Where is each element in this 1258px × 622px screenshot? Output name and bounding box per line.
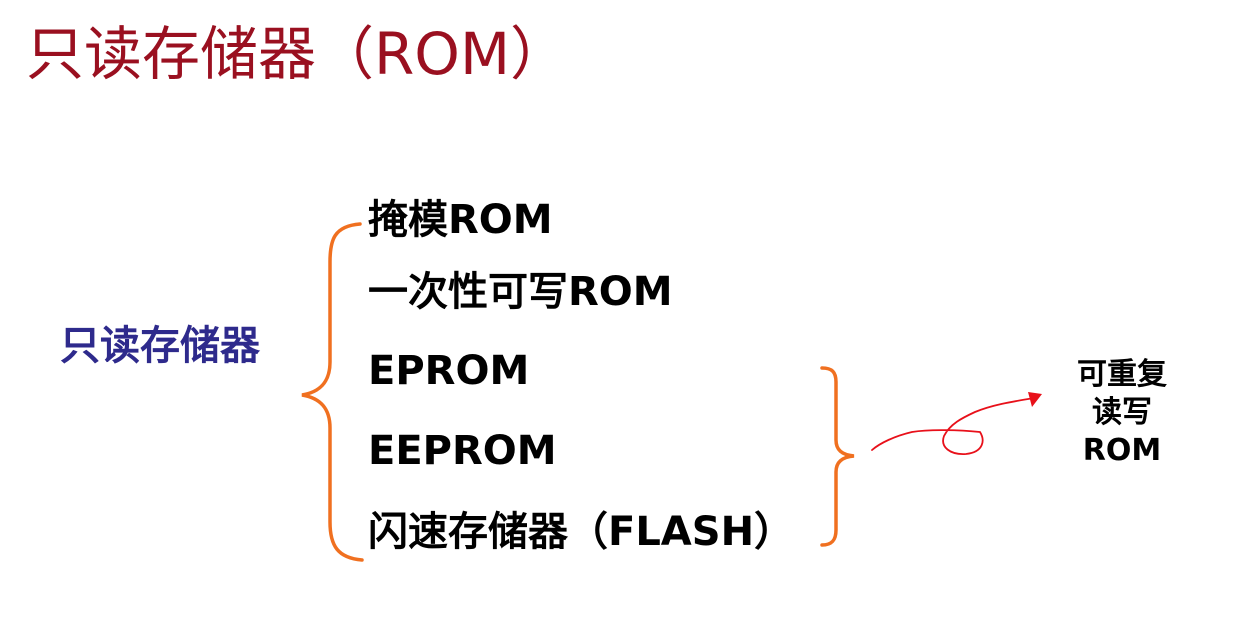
list-item-eeprom: EEPROM [368, 428, 557, 474]
list-item-flash: 闪速存储器（FLASH） [368, 509, 795, 555]
hand-drawn-arrow-icon [871, 397, 1035, 455]
right-brace-icon [820, 366, 855, 547]
arrowhead-icon [1028, 392, 1042, 407]
root-label: 只读存储器 [60, 323, 260, 369]
rewritable-note-line-1: 可重复 [1077, 357, 1167, 392]
list-item-otp-rom: 一次性可写ROM [368, 269, 673, 315]
list-item-mask-rom: 掩模ROM [368, 197, 553, 243]
page-title: 只读存储器（ROM） [26, 20, 568, 88]
rewritable-note-line-3: ROM [1082, 433, 1162, 468]
rewritable-note: 可重复 读写 ROM [1058, 356, 1186, 470]
rewritable-note-line-2: 读写 [1092, 395, 1152, 430]
list-item-eprom: EPROM [368, 348, 530, 394]
left-brace-icon [301, 222, 364, 562]
